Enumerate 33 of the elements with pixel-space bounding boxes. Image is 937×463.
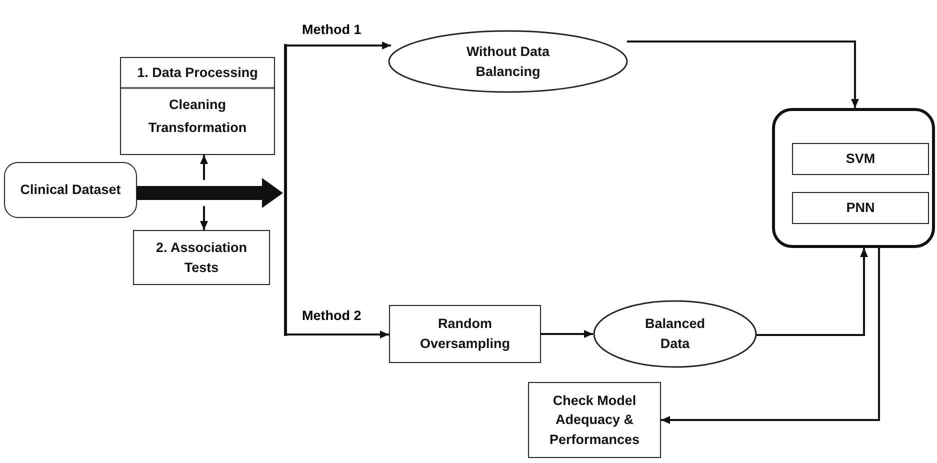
- arrow: [200, 206, 208, 230]
- model-container: [772, 108, 935, 248]
- arrow: [287, 330, 389, 338]
- process-box: [133, 230, 270, 285]
- process-box: [120, 57, 275, 155]
- edge-label: Method 2: [300, 308, 364, 323]
- arrow: [661, 248, 880, 424]
- node-label: SVM: [844, 150, 876, 168]
- node-label: Clinical Dataset: [19, 181, 122, 200]
- arrow: [287, 42, 391, 50]
- result-ellipse: [593, 300, 757, 368]
- node-label: 2. Association Tests: [154, 238, 248, 276]
- arrow: [627, 40, 859, 108]
- node-label: Balanced Data: [644, 315, 706, 353]
- model-box: [792, 143, 929, 175]
- data-source-box: [4, 162, 137, 218]
- node-label: Without Data Balancing: [465, 42, 551, 81]
- node-heading: 1. Data Processing: [121, 58, 274, 89]
- node-label: Transformation: [148, 119, 247, 138]
- process-box: [389, 305, 541, 363]
- edge-label: Method 1: [300, 22, 364, 37]
- node-label: PNN: [845, 199, 876, 218]
- node-label: Check Model Adequacy & Performances: [548, 392, 641, 449]
- branch-bar: [284, 44, 287, 336]
- arrow: [200, 155, 208, 180]
- arrow: [541, 330, 593, 338]
- node-label: Random Oversampling: [418, 315, 512, 353]
- thick-arrow: [137, 178, 283, 208]
- output-box: [528, 382, 661, 458]
- node-label: Cleaning: [168, 96, 226, 114]
- result-ellipse: [388, 30, 628, 93]
- arrow: [756, 248, 868, 336]
- model-box: [792, 192, 929, 224]
